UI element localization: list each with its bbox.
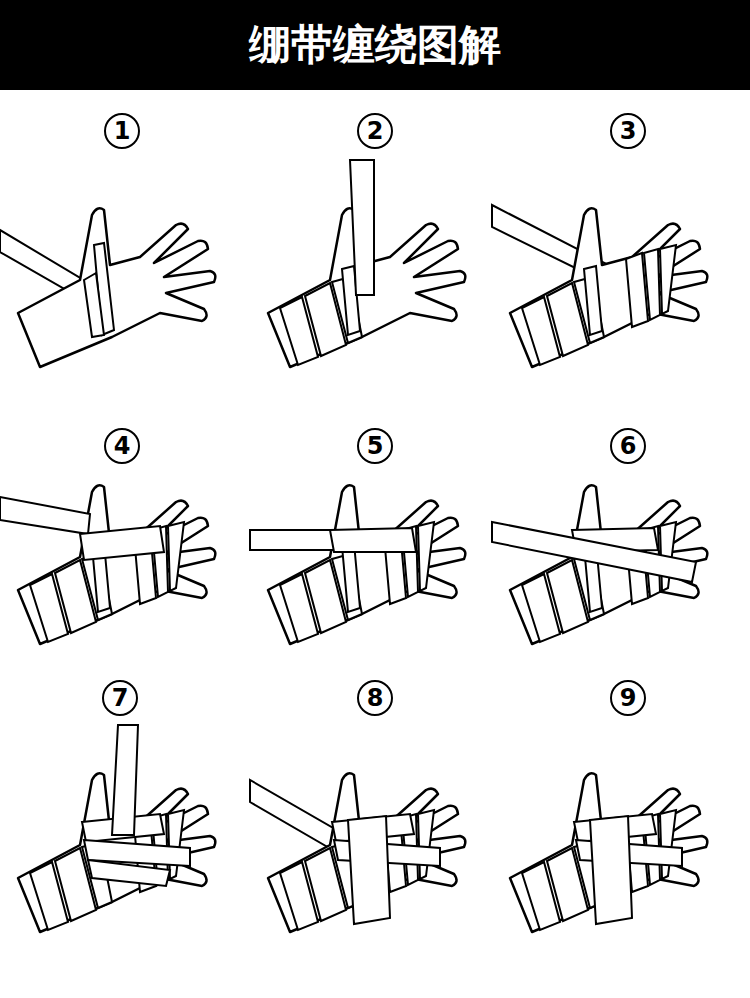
step-figure — [510, 773, 707, 932]
title: 绷带缠绕图解 — [0, 0, 750, 90]
callout-number: 1 — [114, 119, 131, 143]
step-number: 2 — [357, 113, 393, 149]
step-figure — [268, 160, 465, 367]
step-figure — [18, 725, 215, 932]
step-number: 1 — [104, 113, 140, 149]
callout-number: 6 — [620, 434, 637, 458]
step-number: 7 — [102, 680, 138, 716]
step-figure — [492, 485, 707, 644]
step-figure — [250, 485, 465, 644]
callout-number: 4 — [114, 434, 131, 458]
step-figure — [0, 485, 215, 644]
callout-number: 2 — [367, 119, 384, 143]
step-number: 8 — [357, 680, 393, 716]
callout-number: 5 — [367, 434, 384, 458]
step-number: 6 — [610, 428, 646, 464]
step-number: 5 — [357, 428, 393, 464]
callout-number: 9 — [620, 686, 637, 710]
step-figure — [492, 205, 707, 367]
callout-number: 8 — [367, 686, 384, 710]
callout-number: 7 — [112, 686, 129, 710]
step-number: 9 — [610, 680, 646, 716]
step-number: 3 — [610, 113, 646, 149]
step-figure — [250, 773, 465, 932]
step-figure — [0, 208, 215, 367]
step-number: 4 — [104, 428, 140, 464]
callout-number: 3 — [620, 119, 637, 143]
